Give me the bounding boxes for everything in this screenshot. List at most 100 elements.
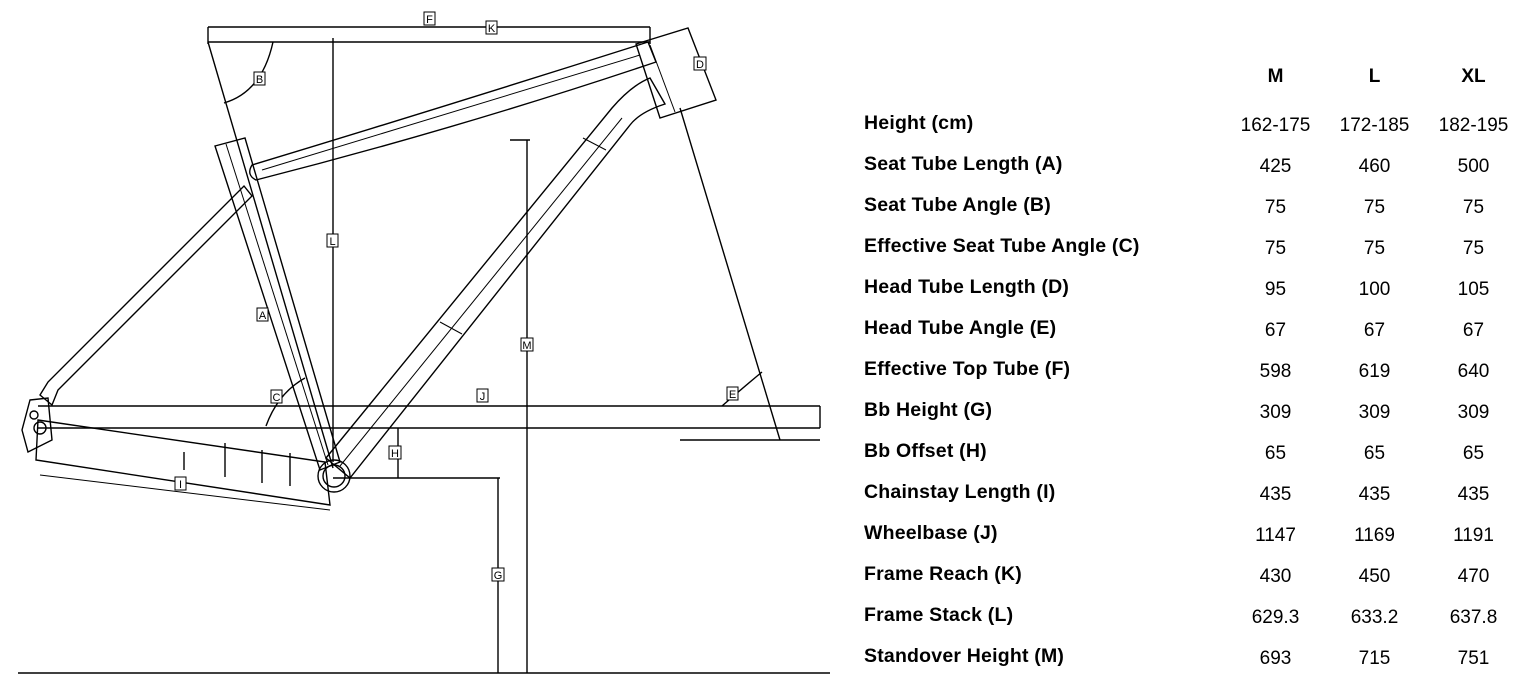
cell-value: 309 <box>1259 401 1292 423</box>
cell-value: 67 <box>1264 319 1287 341</box>
seat-tube <box>214 137 341 471</box>
label-b: B <box>256 74 263 86</box>
label-box-i <box>174 476 187 491</box>
rear-dropout <box>21 397 53 454</box>
table-row: Wheelbase (J) 1147 1169 1191 <box>858 513 1523 554</box>
row-label: Effective Seat Tube Angle (C) <box>864 235 1140 257</box>
chain-stay <box>35 419 331 506</box>
table-row: Head Tube Length (D) 95 100 105 <box>858 267 1523 308</box>
column-header-m: M <box>1267 66 1284 87</box>
table-row: Head Tube Angle (E) 67 67 67 <box>858 308 1523 349</box>
cell-value: 95 <box>1264 278 1287 300</box>
label-box-l <box>326 233 339 248</box>
cell-value: 309 <box>1457 401 1490 423</box>
down-tube <box>325 77 667 479</box>
label-box-h <box>388 445 402 460</box>
geometry-table: M L XL Height (cm) 162-175 172-185 182-1… <box>858 66 1523 677</box>
cell-value: 1169 <box>1354 524 1395 546</box>
table-row: Height (cm) 162-175 172-185 182-195 <box>858 103 1523 144</box>
row-label: Height (cm) <box>864 112 974 134</box>
table-row: Effective Top Tube (F) 598 619 640 <box>858 349 1523 390</box>
row-label: Head Tube Length (D) <box>864 276 1070 298</box>
head-axis-line <box>679 107 781 441</box>
cell-value: 75 <box>1363 196 1386 218</box>
cell-value: 75 <box>1264 237 1287 259</box>
table-row: Effective Seat Tube Angle (C) 75 75 75 <box>858 226 1523 267</box>
label-box-g <box>491 567 505 582</box>
cell-value: 65 <box>1264 442 1287 464</box>
cell-value: 100 <box>1358 278 1391 300</box>
label-m: M <box>522 340 531 352</box>
label-box-f <box>423 11 436 26</box>
seat-axis-line <box>207 41 334 469</box>
cell-value: 435 <box>1259 483 1292 505</box>
cell-value: 598 <box>1259 360 1292 382</box>
row-label: Bb Offset (H) <box>864 440 987 462</box>
label-h: H <box>391 448 399 460</box>
cell-value: 162-175 <box>1240 114 1311 136</box>
label-i: I <box>179 479 182 491</box>
table-row: Frame Stack (L) 629.3 633.2 637.8 <box>858 595 1523 636</box>
row-label: Bb Height (G) <box>864 399 993 421</box>
frame-geometry-diagram: F K B D L A M C J E H I G <box>18 11 830 674</box>
cell-value: 619 <box>1358 360 1391 382</box>
cell-value: 751 <box>1457 647 1490 669</box>
table-row: Standover Height (M) 693 715 751 <box>858 636 1523 677</box>
label-box-a <box>256 307 269 322</box>
table-row: Bb Height (G) 309 309 309 <box>858 390 1523 431</box>
row-label: Standover Height (M) <box>864 645 1065 667</box>
head-tube <box>635 27 717 119</box>
cell-value: 633.2 <box>1350 606 1399 628</box>
top-tube <box>249 41 657 181</box>
label-a: A <box>259 310 267 322</box>
label-box-j <box>476 388 489 403</box>
cell-value: 172-185 <box>1339 114 1410 136</box>
cell-value: 182-195 <box>1438 114 1509 136</box>
cell-value: 715 <box>1358 647 1391 669</box>
cell-value: 693 <box>1259 647 1292 669</box>
cell-value: 450 <box>1358 565 1391 587</box>
cell-value: 75 <box>1462 196 1485 218</box>
cell-value: 470 <box>1457 565 1490 587</box>
label-box-k <box>485 20 498 35</box>
cell-value: 425 <box>1259 155 1292 177</box>
cell-value: 309 <box>1358 401 1391 423</box>
cell-value: 75 <box>1363 237 1386 259</box>
label-box-b <box>253 71 266 86</box>
cell-value: 75 <box>1462 237 1485 259</box>
label-k: K <box>488 23 496 35</box>
table-row: Seat Tube Length (A) 425 460 500 <box>858 144 1523 185</box>
cell-value: 637.8 <box>1449 606 1498 628</box>
corner-cell <box>858 66 1226 103</box>
table-row: Bb Offset (H) 65 65 65 <box>858 431 1523 472</box>
row-label: Frame Reach (K) <box>864 563 1022 585</box>
label-box-d <box>693 56 707 71</box>
bottom-bracket <box>317 459 351 493</box>
cell-value: 67 <box>1363 319 1386 341</box>
label-j: J <box>480 391 486 403</box>
cell-value: 435 <box>1457 483 1490 505</box>
seat-stay <box>39 184 253 407</box>
row-label: Seat Tube Angle (B) <box>864 194 1051 216</box>
label-box-m <box>520 337 534 352</box>
row-label: Effective Top Tube (F) <box>864 358 1071 380</box>
cell-value: 65 <box>1363 442 1386 464</box>
label-d: D <box>696 59 704 71</box>
cell-value: 67 <box>1462 319 1485 341</box>
row-label: Wheelbase (J) <box>864 522 998 544</box>
label-box-c <box>270 389 283 404</box>
cell-value: 65 <box>1462 442 1485 464</box>
cell-value: 1147 <box>1255 524 1296 546</box>
label-f: F <box>426 14 433 26</box>
angle-e-arc <box>721 371 763 407</box>
cell-value: 435 <box>1358 483 1391 505</box>
label-box-e <box>726 386 739 401</box>
cell-value: 75 <box>1264 196 1287 218</box>
table-header-row: M L XL <box>858 66 1523 103</box>
row-label: Head Tube Angle (E) <box>864 317 1057 339</box>
cell-value: 640 <box>1457 360 1490 382</box>
table-row: Seat Tube Angle (B) 75 75 75 <box>858 185 1523 226</box>
row-label: Chainstay Length (I) <box>864 481 1056 503</box>
row-label: Frame Stack (L) <box>864 604 1014 626</box>
cell-value: 629.3 <box>1251 606 1300 628</box>
